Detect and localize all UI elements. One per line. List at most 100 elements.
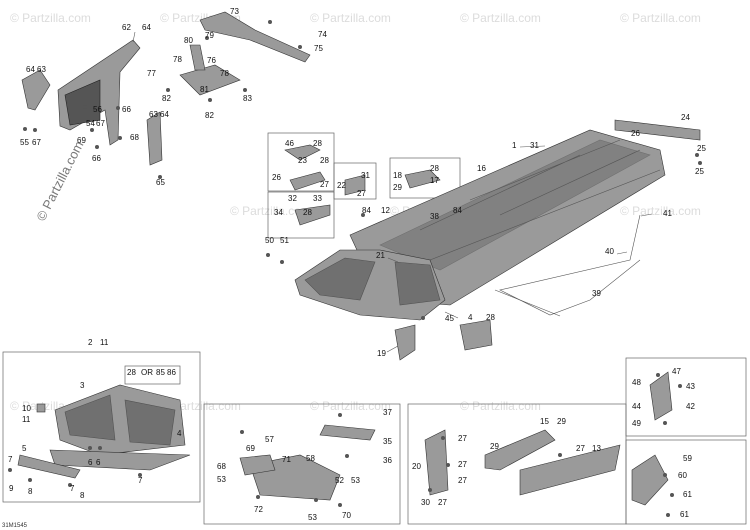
callout-label: 24 — [681, 113, 690, 122]
plate-26-part — [289, 171, 326, 191]
callout-label: 67 — [96, 119, 105, 128]
detail-box-right-bottom — [625, 439, 747, 525]
callout-label: 56 — [93, 105, 102, 114]
detail-box-18 — [389, 157, 461, 199]
watermark-vertical: © Partzilla.com — [33, 138, 86, 223]
callout-label: 67 — [32, 138, 41, 147]
callout-label: 44 — [632, 402, 641, 411]
mount-19-part — [394, 324, 416, 361]
callout-label: 53 — [308, 513, 317, 522]
bracket-4-part — [459, 319, 493, 351]
callout-label: 26 — [272, 173, 281, 182]
bracket-part-right — [649, 371, 673, 421]
detail-box-32 — [267, 191, 335, 239]
callout-label: 86 — [167, 368, 176, 377]
callout-label: 5 — [22, 444, 27, 453]
callout-label: 10 — [22, 404, 31, 413]
callout-label: 34 — [274, 208, 283, 217]
callout-label: 43 — [686, 382, 695, 391]
callout-label: 82 — [162, 94, 171, 103]
callout-label: 54 — [86, 119, 95, 128]
callout-label: 15 — [540, 417, 549, 426]
mid-detail — [239, 413, 376, 507]
labels-box-right-bottom: 59 60 61 61 — [678, 454, 692, 519]
callout-label: 16 — [477, 164, 486, 173]
callout-label: 63 — [37, 65, 46, 74]
watermark: © Partzilla.com — [460, 11, 541, 25]
callout-label: 8 — [28, 487, 33, 496]
steering-bracket-part — [179, 64, 241, 96]
callout-label: 45 — [445, 314, 454, 323]
callout-label: 21 — [376, 251, 385, 260]
callout-label: 29 — [490, 442, 499, 451]
callout-label: 68 — [217, 462, 226, 471]
watermark: © Partzilla.com — [620, 11, 701, 25]
callout-label: 13 — [592, 444, 601, 453]
callout-label: 31 — [361, 171, 370, 180]
callout-label: 23 — [298, 156, 307, 165]
callout-label: 31 — [530, 141, 539, 150]
callout-label: 53 — [351, 476, 360, 485]
front-support-assembly — [21, 31, 163, 179]
callout-label: 28 — [430, 164, 439, 173]
bracket-18-part — [404, 169, 441, 189]
callout-label: 79 — [205, 31, 214, 40]
callout-label: 78 — [220, 69, 229, 78]
callout-label: 68 — [130, 133, 139, 142]
callout-label: 7 — [8, 455, 13, 464]
skid-part-5 — [17, 454, 81, 479]
callout-label: 18 — [393, 171, 402, 180]
callout-label: 69 — [77, 136, 86, 145]
callout-label: 39 — [592, 289, 601, 298]
callout-label: 2 — [88, 338, 93, 347]
callout-label: 25 — [695, 167, 704, 176]
callout-label: 84 — [453, 206, 462, 215]
callout-label: 28 — [127, 368, 136, 377]
callout-label: 42 — [686, 402, 695, 411]
callout-label: 1 — [512, 141, 517, 150]
callout-label: 28 — [486, 313, 495, 322]
callout-label: 72 — [254, 505, 263, 514]
callout-label: 28 — [313, 139, 322, 148]
callout-label: 48 — [632, 378, 641, 387]
steering-post-part — [189, 44, 206, 71]
bracket-part-64 — [21, 69, 51, 111]
right-upper-detail — [649, 371, 682, 425]
callout-label: 81 — [200, 85, 209, 94]
labels-top-mid: 73 74 75 80 79 78 76 77 78 82 81 83 82 — [147, 7, 327, 120]
callout-label: 70 — [342, 511, 351, 520]
callout-label: 75 — [314, 44, 323, 53]
detail-box-mid — [203, 403, 401, 525]
labels-box-mid: 37 35 36 69 57 71 58 68 53 52 53 72 53 7… — [217, 408, 392, 522]
runner-part-4 — [49, 449, 191, 471]
chassis-assembly — [266, 119, 702, 361]
callout-label: 40 — [605, 247, 614, 256]
plate-part-13 — [519, 444, 621, 496]
callout-label: 9 — [9, 484, 14, 493]
callout-label: 27 — [357, 189, 366, 198]
callout-label: 20 — [412, 462, 421, 471]
detail-box-right-upper — [625, 357, 747, 437]
watermark: © Partzilla.com — [230, 204, 311, 218]
callout-label: 60 — [678, 471, 687, 480]
callout-label: 71 — [282, 455, 291, 464]
steering-bar-part — [199, 11, 311, 63]
labels-top-left: 62 64 64 63 56 54 67 66 69 68 63 64 55 6… — [20, 23, 169, 187]
callout-label: 26 — [631, 129, 640, 138]
callout-label: 84 — [362, 206, 371, 215]
callout-label: 12 — [381, 206, 390, 215]
callout-label: 27 — [320, 180, 329, 189]
callout-label: 25 — [697, 144, 706, 153]
callout-label: 50 — [265, 236, 274, 245]
labels-box-right-upper: 47 48 43 44 42 49 — [632, 367, 695, 428]
watermark: © Partzilla.com — [460, 399, 541, 413]
callout-label: 27 — [438, 498, 447, 507]
callout-label: 69 — [246, 444, 255, 453]
watermark: © Partzilla.com — [310, 11, 391, 25]
callout-label: 58 — [306, 454, 315, 463]
callout-label: 7 — [70, 484, 75, 493]
labels-center: 46 28 23 28 26 27 32 33 34 28 22 31 27 1… — [265, 113, 706, 358]
watermark: © Partzilla.com — [620, 204, 701, 218]
callout-label: 36 — [383, 456, 392, 465]
